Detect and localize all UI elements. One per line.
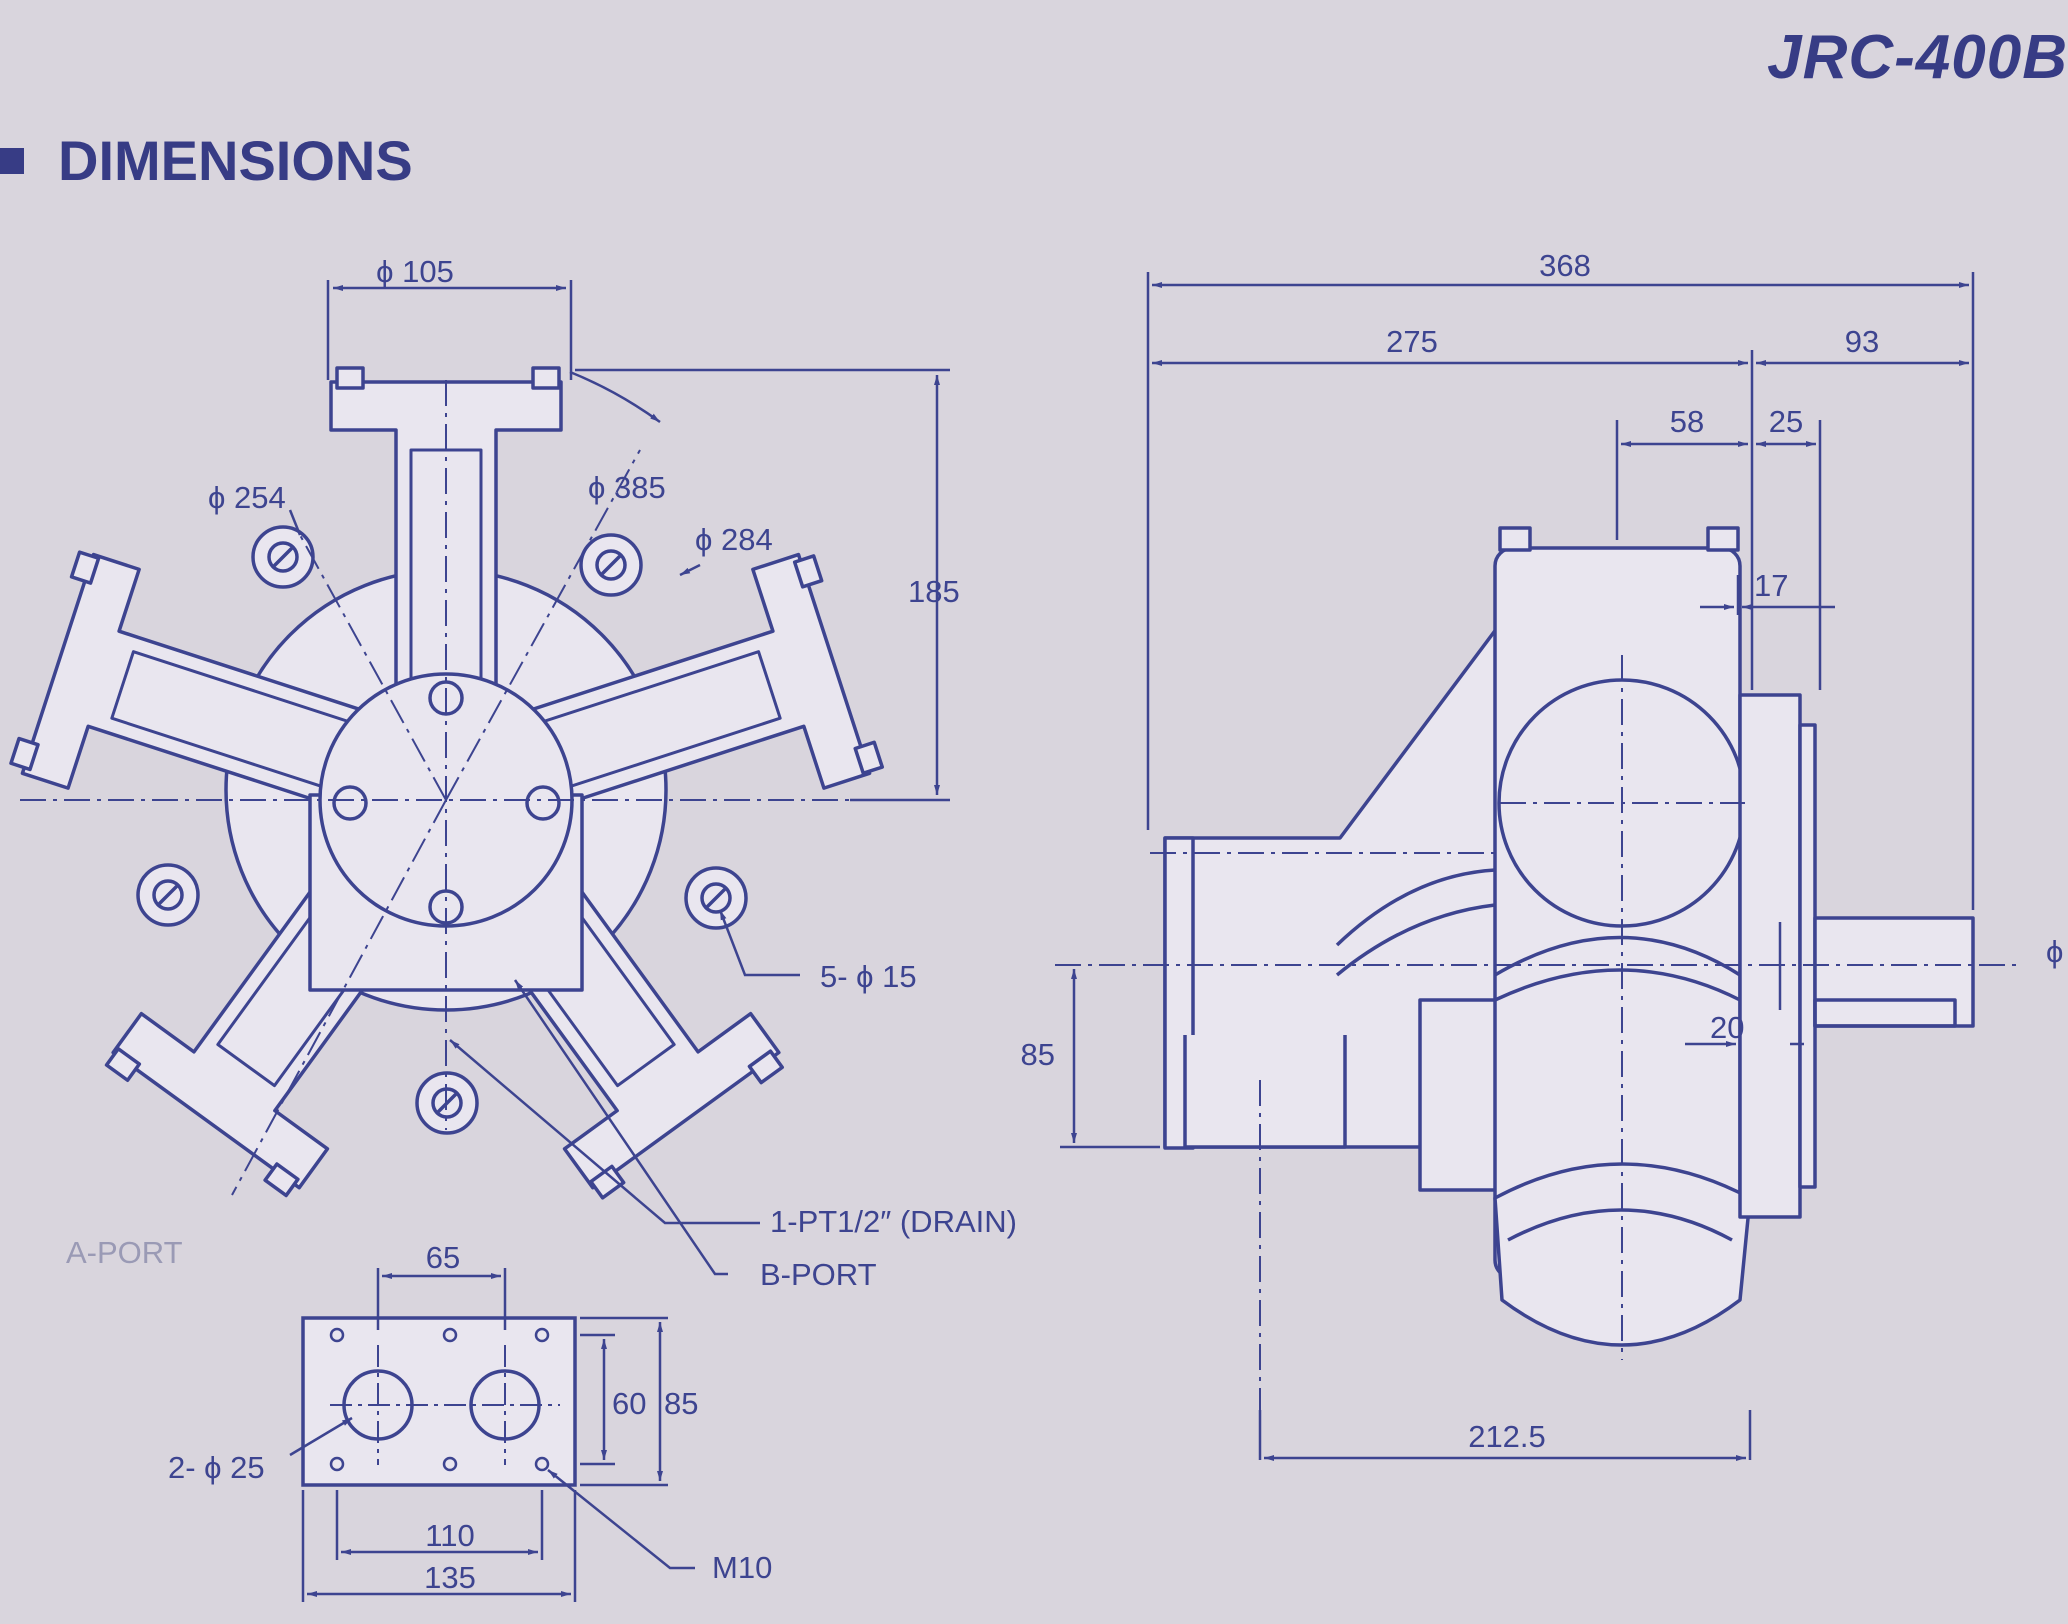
dim-l25: 25 xyxy=(1769,404,1803,439)
flange-labels: 65 60 85 2- ϕ 25 110 135 M10 xyxy=(168,1240,772,1595)
front-dimensions xyxy=(288,280,950,1276)
section-heading: DIMENSIONS xyxy=(0,128,413,193)
flange-center-lines xyxy=(330,1345,560,1465)
label-bolt: M10 xyxy=(712,1550,772,1585)
dim-w65: 65 xyxy=(426,1240,460,1275)
dim-phi: ϕ xyxy=(2046,934,2063,969)
side-center-lines xyxy=(1055,655,2020,1440)
dim-d254: ϕ 254 xyxy=(208,480,286,515)
dim-ports: 2- ϕ 25 xyxy=(168,1450,265,1485)
dim-d105: ϕ 105 xyxy=(376,254,454,289)
flange-bolts xyxy=(329,1327,550,1472)
dim-l212: 212.5 xyxy=(1468,1419,1546,1454)
dim-w135: 135 xyxy=(424,1560,476,1595)
side-view xyxy=(1163,526,1975,1347)
dim-h185: 185 xyxy=(908,574,960,609)
dim-l20: 20 xyxy=(1710,1010,1744,1045)
side-dimensions xyxy=(1060,272,1975,1461)
dim-l275: 275 xyxy=(1386,324,1438,359)
front-center-lines xyxy=(20,380,880,1196)
dim-h85-side: 85 xyxy=(1021,1037,1055,1072)
label-drain: 1-PT1/2″ (DRAIN) xyxy=(770,1204,1017,1239)
dim-d385: ϕ 385 xyxy=(588,470,666,505)
flange-view xyxy=(301,1316,577,1487)
dim-holes: 5- ϕ 15 xyxy=(820,959,917,994)
side-contour xyxy=(1494,935,1741,977)
side-shaft xyxy=(1813,916,1975,1028)
dim-l58: 58 xyxy=(1670,404,1704,439)
dim-l368: 368 xyxy=(1539,248,1591,283)
dim-w110: 110 xyxy=(425,1518,474,1553)
section-bullet xyxy=(0,147,24,174)
section-title: DIMENSIONS xyxy=(58,129,413,192)
dim-h60: 60 xyxy=(612,1386,646,1421)
side-port-block xyxy=(1183,1035,1347,1149)
dim-h85: 85 xyxy=(664,1386,698,1421)
label-b-port: B-PORT xyxy=(760,1257,877,1292)
flange-dimensions xyxy=(289,1268,695,1602)
dim-l93: 93 xyxy=(1845,324,1879,359)
side-front-flange xyxy=(1738,693,1802,1219)
side-piston-cap xyxy=(1493,1162,1752,1347)
dim-l17: 17 xyxy=(1754,568,1788,603)
model-title: JRC-400B xyxy=(1767,23,2068,92)
dim-d284: ϕ 284 xyxy=(695,522,773,557)
front-labels: ϕ 105 ϕ 254 ϕ 385 ϕ 284 185 5- ϕ 15 1-PT… xyxy=(66,254,1017,1292)
side-labels: 368 275 93 58 25 17 20 85 212.5 ϕ xyxy=(1021,248,2064,1454)
label-a-port: A-PORT xyxy=(66,1235,183,1270)
